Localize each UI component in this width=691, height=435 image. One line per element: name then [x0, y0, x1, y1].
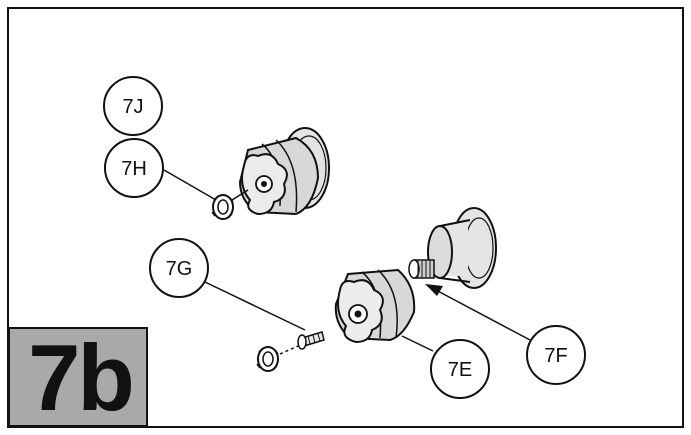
screw-and-retainer [256, 331, 325, 372]
callout-7j-label: 7J [122, 96, 143, 118]
callout-7e: 7E [430, 339, 490, 399]
lower-handle-assembly [334, 268, 416, 344]
callout-7f-label: 7F [544, 345, 567, 367]
callout-7f: 7F [526, 325, 586, 385]
callout-7e-label: 7E [448, 359, 472, 381]
upper-handle-assembly [211, 127, 330, 220]
step-label: 7b [28, 325, 135, 430]
leader-7h [163, 169, 217, 201]
arrowhead-7f [425, 284, 443, 296]
callout-7g-label: 7G [166, 258, 193, 280]
leader-7h-stem [231, 189, 249, 201]
callout-7g: 7G [149, 238, 209, 298]
right-stem-assembly [408, 207, 497, 289]
callout-7j: 7J [103, 76, 163, 136]
callout-7h: 7H [104, 138, 164, 198]
diagram-border [7, 7, 684, 428]
leader-7e [401, 335, 434, 352]
callout-7h-label: 7H [121, 158, 147, 180]
leader-7f [433, 288, 531, 341]
step-label-box: 7b [8, 325, 148, 430]
leader-7g [204, 281, 306, 331]
